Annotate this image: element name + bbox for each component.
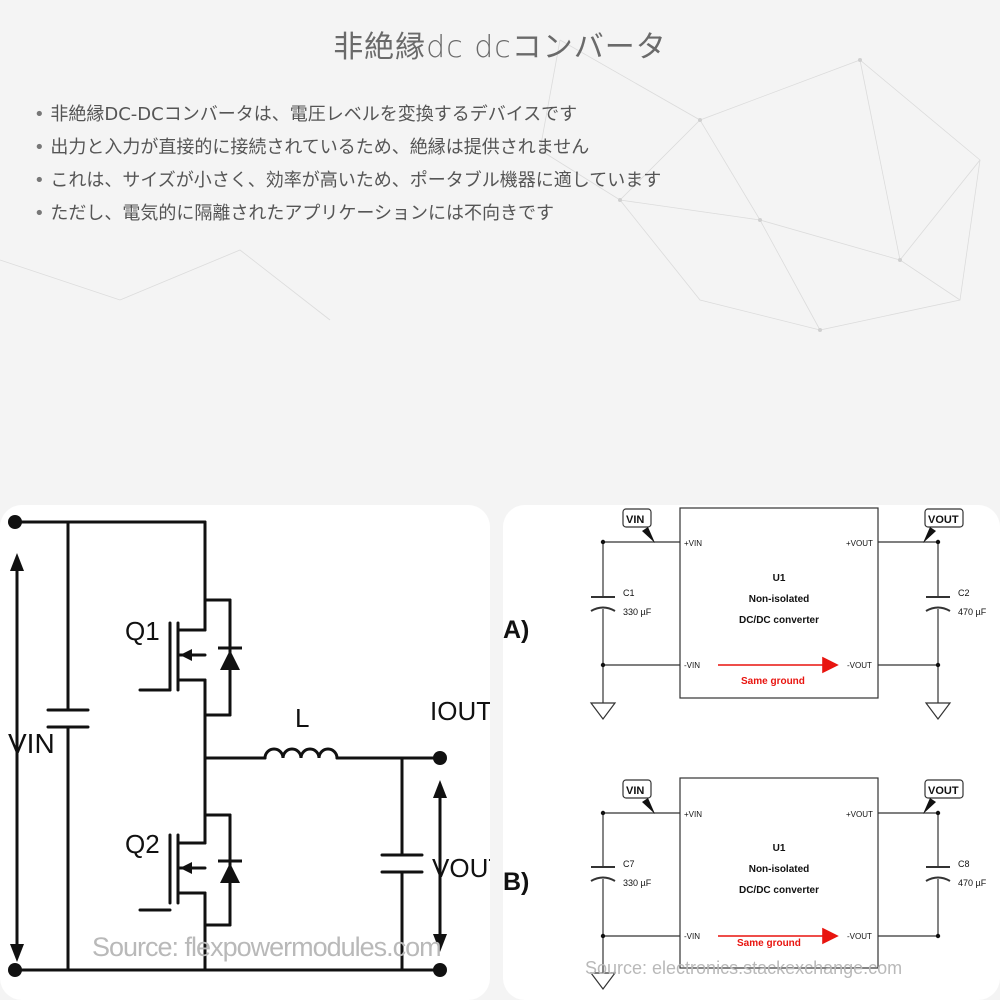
a-pin-vin-plus: +VIN bbox=[684, 539, 702, 548]
bullet-item: これは、サイズが小さく、効率が高いため、ポータブル機器に適しています bbox=[34, 164, 661, 197]
bullet-list: 非絶縁DC-DCコンバータは、電圧レベルを変換するデバイスです 出力と入力が直接… bbox=[34, 98, 661, 230]
a-pin-vout-plus: +VOUT bbox=[846, 539, 873, 548]
b-pin-vin-minus: -VIN bbox=[684, 932, 700, 941]
non-isolated-diagram-panel: A) VIN VOUT +VIN -VIN +VOUT -VOUT U1 Non… bbox=[503, 505, 1000, 1000]
inductor-label: L bbox=[295, 703, 309, 733]
b-pin-vout-plus: +VOUT bbox=[846, 810, 873, 819]
bullet-item: ただし、電気的に隔離されたアプリケーションには不向きです bbox=[34, 197, 661, 230]
source-caption-left: Source: flexpowermodules.com bbox=[92, 932, 442, 962]
q1-label: Q1 bbox=[125, 616, 160, 646]
a-pin-vin-minus: -VIN bbox=[684, 661, 700, 670]
b-cout-ref: C8 bbox=[958, 859, 970, 869]
b-desc-line2: DC/DC converter bbox=[739, 885, 819, 896]
background-network-decoration bbox=[0, 39, 981, 332]
b-ground-note: Same ground bbox=[737, 938, 801, 949]
b-cin-value: 330 µF bbox=[623, 878, 652, 888]
a-cin-value: 330 µF bbox=[623, 607, 652, 617]
b-desc-line1: Non-isolated bbox=[749, 864, 810, 875]
buck-converter-schematic: VIN Q1 Q2 L IOUT VOUT bbox=[8, 515, 490, 977]
b-label: B) bbox=[503, 868, 529, 896]
a-pin-vout-minus: -VOUT bbox=[847, 661, 872, 670]
page-title: 非絶縁dc dcコンバータ bbox=[333, 30, 667, 65]
b-vout-tag: VOUT bbox=[928, 785, 959, 797]
vin-label: VIN bbox=[8, 728, 55, 759]
a-ground-note: Same ground bbox=[741, 676, 805, 687]
a-cin-ref: C1 bbox=[623, 588, 635, 598]
a-unit-ref: U1 bbox=[773, 573, 786, 584]
source-caption-right: Source: electronics.stackexchange.com bbox=[585, 958, 903, 978]
a-label: A) bbox=[503, 616, 529, 644]
b-pin-vout-minus: -VOUT bbox=[847, 932, 872, 941]
b-unit-ref: U1 bbox=[773, 843, 786, 854]
b-vin-tag: VIN bbox=[626, 785, 644, 797]
a-vout-tag: VOUT bbox=[928, 514, 959, 526]
b-cin-ref: C7 bbox=[623, 859, 635, 869]
a-cout-value: 470 µF bbox=[958, 607, 987, 617]
a-desc-line1: Non-isolated bbox=[749, 594, 810, 605]
b-pin-vin-plus: +VIN bbox=[684, 810, 702, 819]
b-cout-value: 470 µF bbox=[958, 878, 987, 888]
buck-converter-panel: VIN Q1 Q2 L IOUT VOUT bbox=[0, 505, 490, 1000]
non-isolated-block-diagram: A) VIN VOUT +VIN -VIN +VOUT -VOUT U1 Non… bbox=[503, 507, 987, 990]
bullet-item: 非絶縁DC-DCコンバータは、電圧レベルを変換するデバイスです bbox=[34, 98, 661, 131]
a-cout-ref: C2 bbox=[958, 588, 970, 598]
a-desc-line2: DC/DC converter bbox=[739, 615, 819, 626]
bullet-item: 出力と入力が直接的に接続されているため、絶縁は提供されません bbox=[34, 131, 661, 164]
iout-label: IOUT bbox=[430, 696, 490, 726]
a-vin-tag: VIN bbox=[626, 514, 644, 526]
q2-label: Q2 bbox=[125, 829, 160, 859]
vout-label: VOUT bbox=[432, 853, 490, 883]
